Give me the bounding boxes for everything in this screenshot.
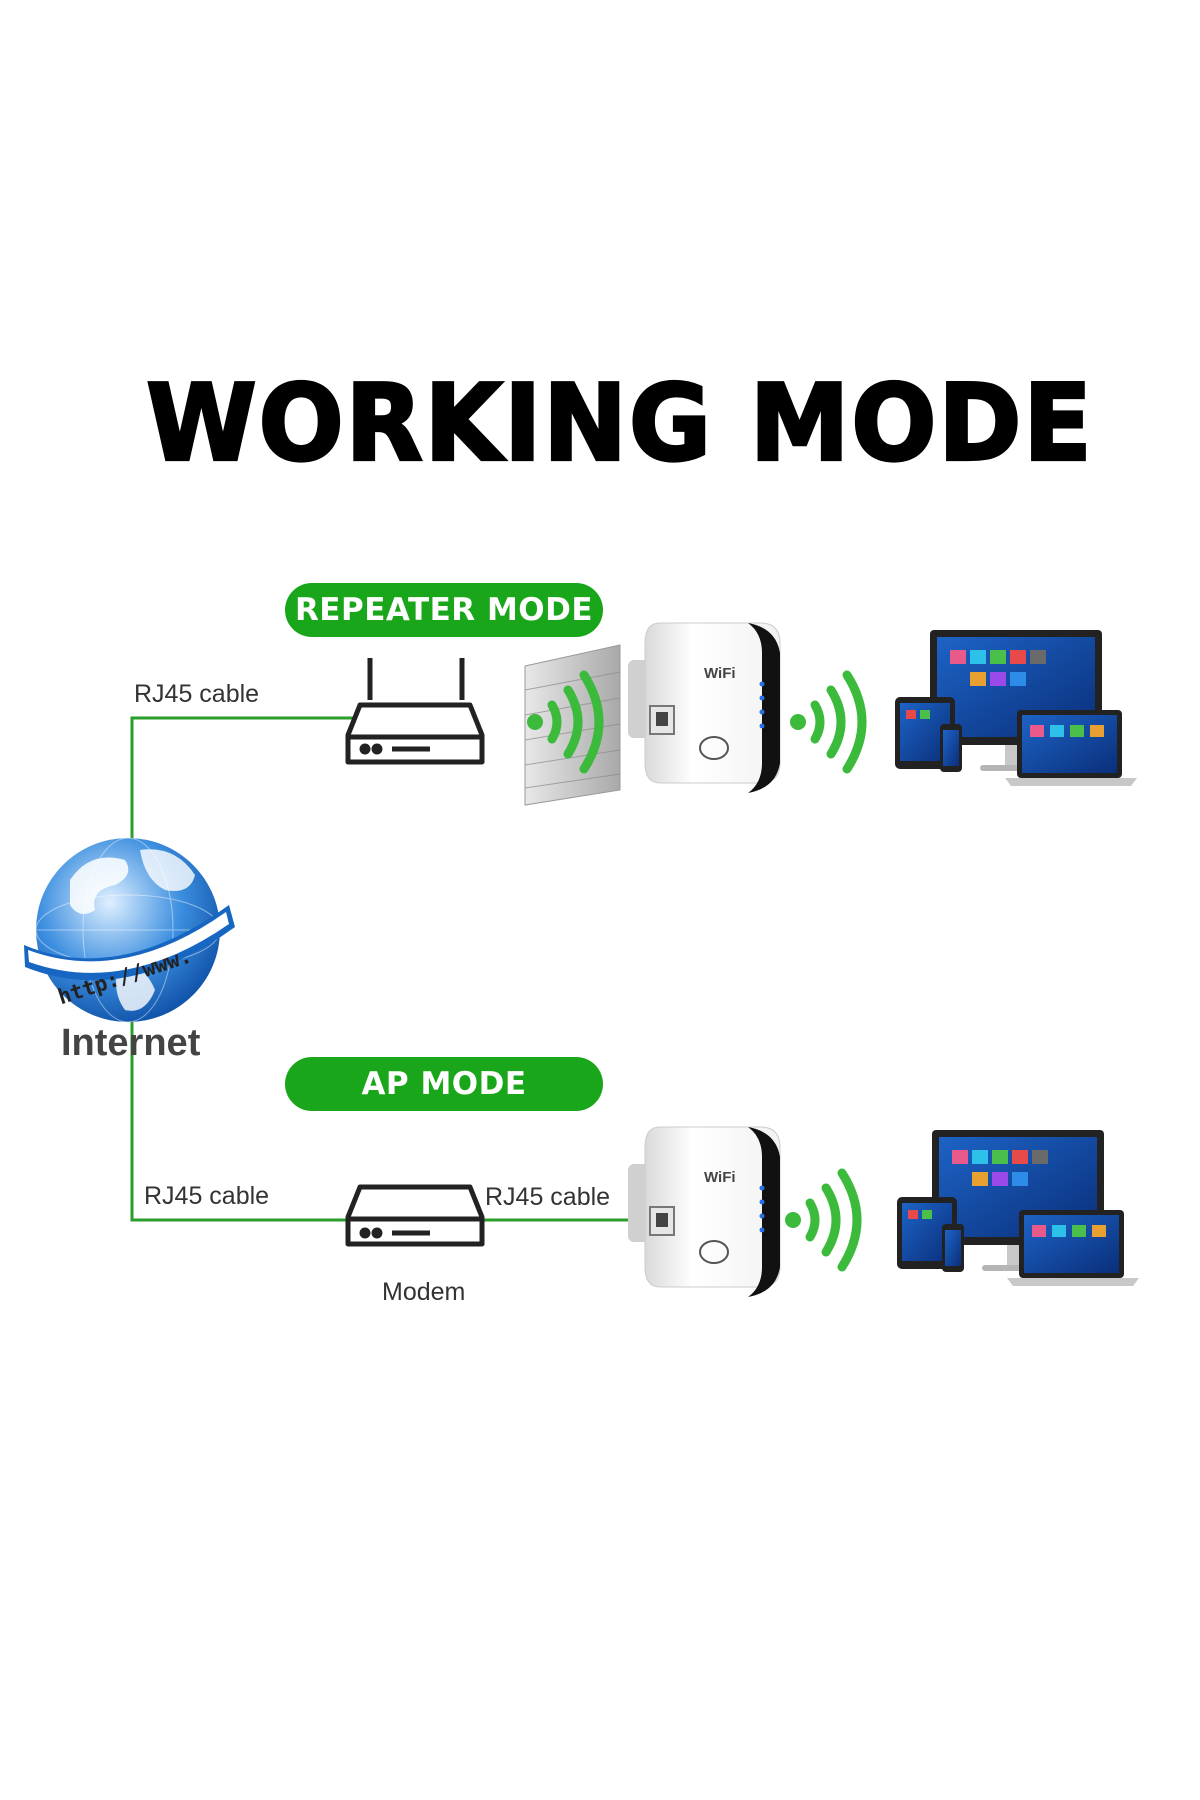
modem-label: Modem <box>382 1278 466 1306</box>
modem-icon <box>345 1184 485 1247</box>
wifi-signal-icon-out-bottom <box>785 1168 862 1272</box>
ap-mode-pill: AP MODE <box>285 1057 603 1111</box>
internet-trunk-line <box>130 1010 352 1222</box>
repeater-cable-line <box>130 716 360 840</box>
globe-icon <box>24 837 235 1023</box>
repeater-badge-bottom: WiFi <box>704 1169 736 1186</box>
wifi-repeater-icon-ap <box>628 1126 781 1297</box>
router-icon <box>345 658 485 765</box>
ap-cable-left-label: RJ45 cable <box>144 1182 270 1210</box>
repeater-cable-label: RJ45 cable <box>134 680 260 708</box>
page-title: WORKING MODE <box>145 361 1094 487</box>
devices-icon <box>895 630 1137 786</box>
devices-icon-ap <box>897 1130 1139 1286</box>
internet-label: Internet <box>61 1022 201 1064</box>
ap-cable-right-label: RJ45 cable <box>485 1183 611 1211</box>
repeater-badge-top: WiFi <box>704 665 736 682</box>
wifi-signal-icon-out-top <box>790 670 867 774</box>
repeater-mode-pill: REPEATER MODE <box>285 583 603 637</box>
wifi-signal-icon <box>527 670 604 774</box>
connection-lines <box>130 716 630 1222</box>
wifi-repeater-icon <box>628 622 781 793</box>
